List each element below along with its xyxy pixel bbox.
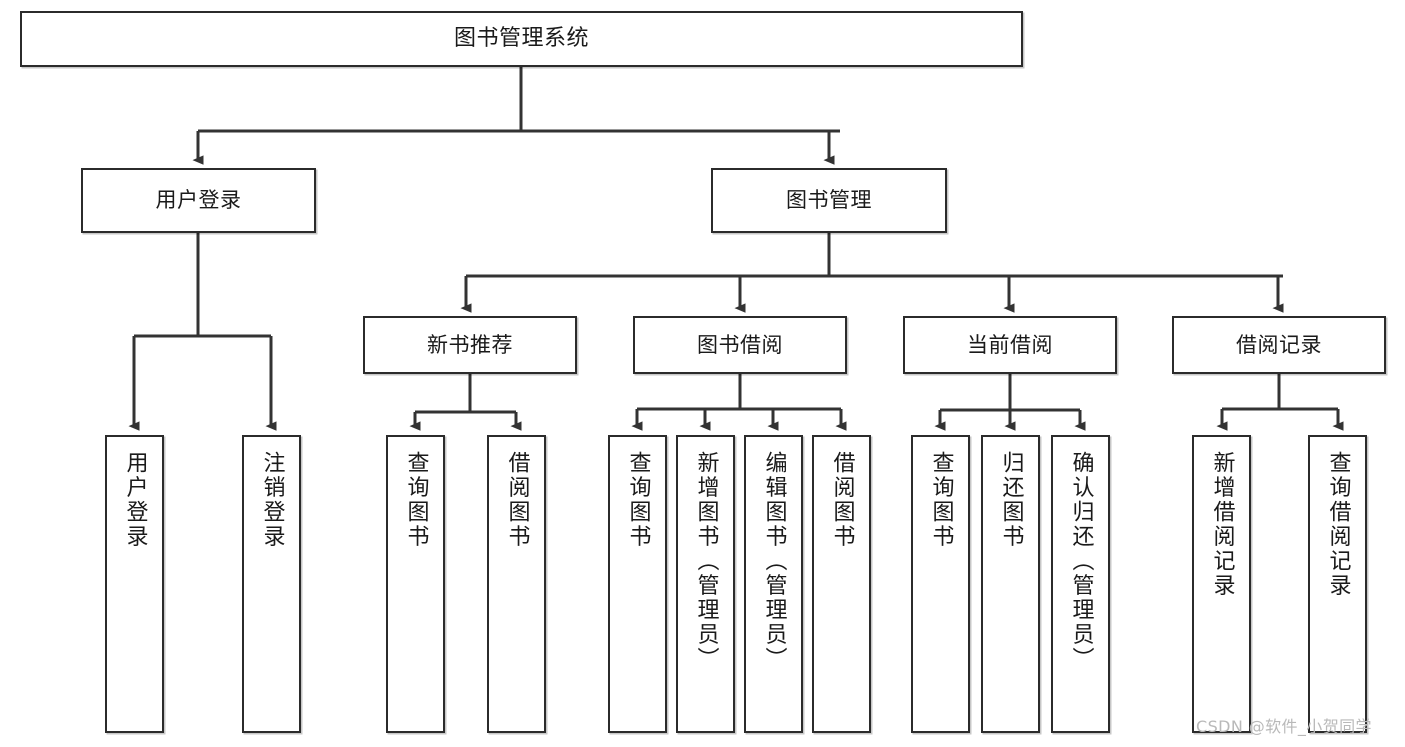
watermark-text: CSDN @软件_小贺同学 (1196, 717, 1372, 736)
node-book-manage[interactable]: 图书管理 (711, 168, 947, 233)
node-leaf-query-book-1-label: 查询图书 (403, 451, 429, 549)
node-leaf-return-book[interactable]: 归还图书 (981, 435, 1040, 733)
node-leaf-edit-book[interactable]: 编辑图书（管理员） (744, 435, 803, 733)
node-root[interactable]: 图书管理系统 (20, 11, 1023, 67)
node-leaf-logout-login-label: 注销登录 (259, 451, 285, 549)
node-leaf-logout-login[interactable]: 注销登录 (242, 435, 301, 733)
node-leaf-confirm-return[interactable]: 确认归还（管理员） (1051, 435, 1110, 733)
node-leaf-borrow-book-2-label: 借阅图书 (829, 451, 855, 549)
node-leaf-query-record[interactable]: 查询借阅记录 (1308, 435, 1367, 733)
node-leaf-return-book-label: 归还图书 (998, 451, 1024, 549)
node-user-login-label: 用户登录 (155, 188, 242, 213)
node-new-book-rec[interactable]: 新书推荐 (363, 316, 577, 374)
node-leaf-add-book[interactable]: 新增图书（管理员） (676, 435, 735, 733)
node-current-borrow[interactable]: 当前借阅 (903, 316, 1117, 374)
node-leaf-query-book-2-label: 查询图书 (625, 451, 651, 549)
node-leaf-confirm-return-label: 确认归还（管理员） (1068, 451, 1094, 672)
node-book-manage-label: 图书管理 (786, 188, 872, 213)
node-new-book-rec-label: 新书推荐 (427, 332, 513, 357)
node-leaf-edit-book-label: 编辑图书（管理员） (761, 451, 787, 672)
node-leaf-borrow-book-2[interactable]: 借阅图书 (812, 435, 871, 733)
node-current-borrow-label: 当前借阅 (967, 332, 1053, 357)
node-book-borrow[interactable]: 图书借阅 (633, 316, 847, 374)
node-leaf-query-record-label: 查询借阅记录 (1325, 451, 1351, 598)
node-borrow-record-label: 借阅记录 (1236, 332, 1322, 357)
node-leaf-add-record[interactable]: 新增借阅记录 (1192, 435, 1251, 733)
node-leaf-query-book-1[interactable]: 查询图书 (386, 435, 445, 733)
node-leaf-add-record-label: 新增借阅记录 (1209, 451, 1235, 598)
node-leaf-user-login-label: 用户登录 (122, 451, 148, 549)
node-book-borrow-label: 图书借阅 (697, 332, 783, 357)
node-leaf-borrow-book-1-label: 借阅图书 (504, 451, 530, 549)
node-leaf-query-book-2[interactable]: 查询图书 (608, 435, 667, 733)
node-borrow-record[interactable]: 借阅记录 (1172, 316, 1386, 374)
node-leaf-query-book-3-label: 查询图书 (928, 451, 954, 549)
node-leaf-query-book-3[interactable]: 查询图书 (911, 435, 970, 733)
node-leaf-add-book-label: 新增图书（管理员） (693, 451, 719, 672)
node-leaf-user-login[interactable]: 用户登录 (105, 435, 164, 733)
node-leaf-borrow-book-1[interactable]: 借阅图书 (487, 435, 546, 733)
node-user-login[interactable]: 用户登录 (81, 168, 316, 233)
node-root-label: 图书管理系统 (453, 26, 589, 52)
